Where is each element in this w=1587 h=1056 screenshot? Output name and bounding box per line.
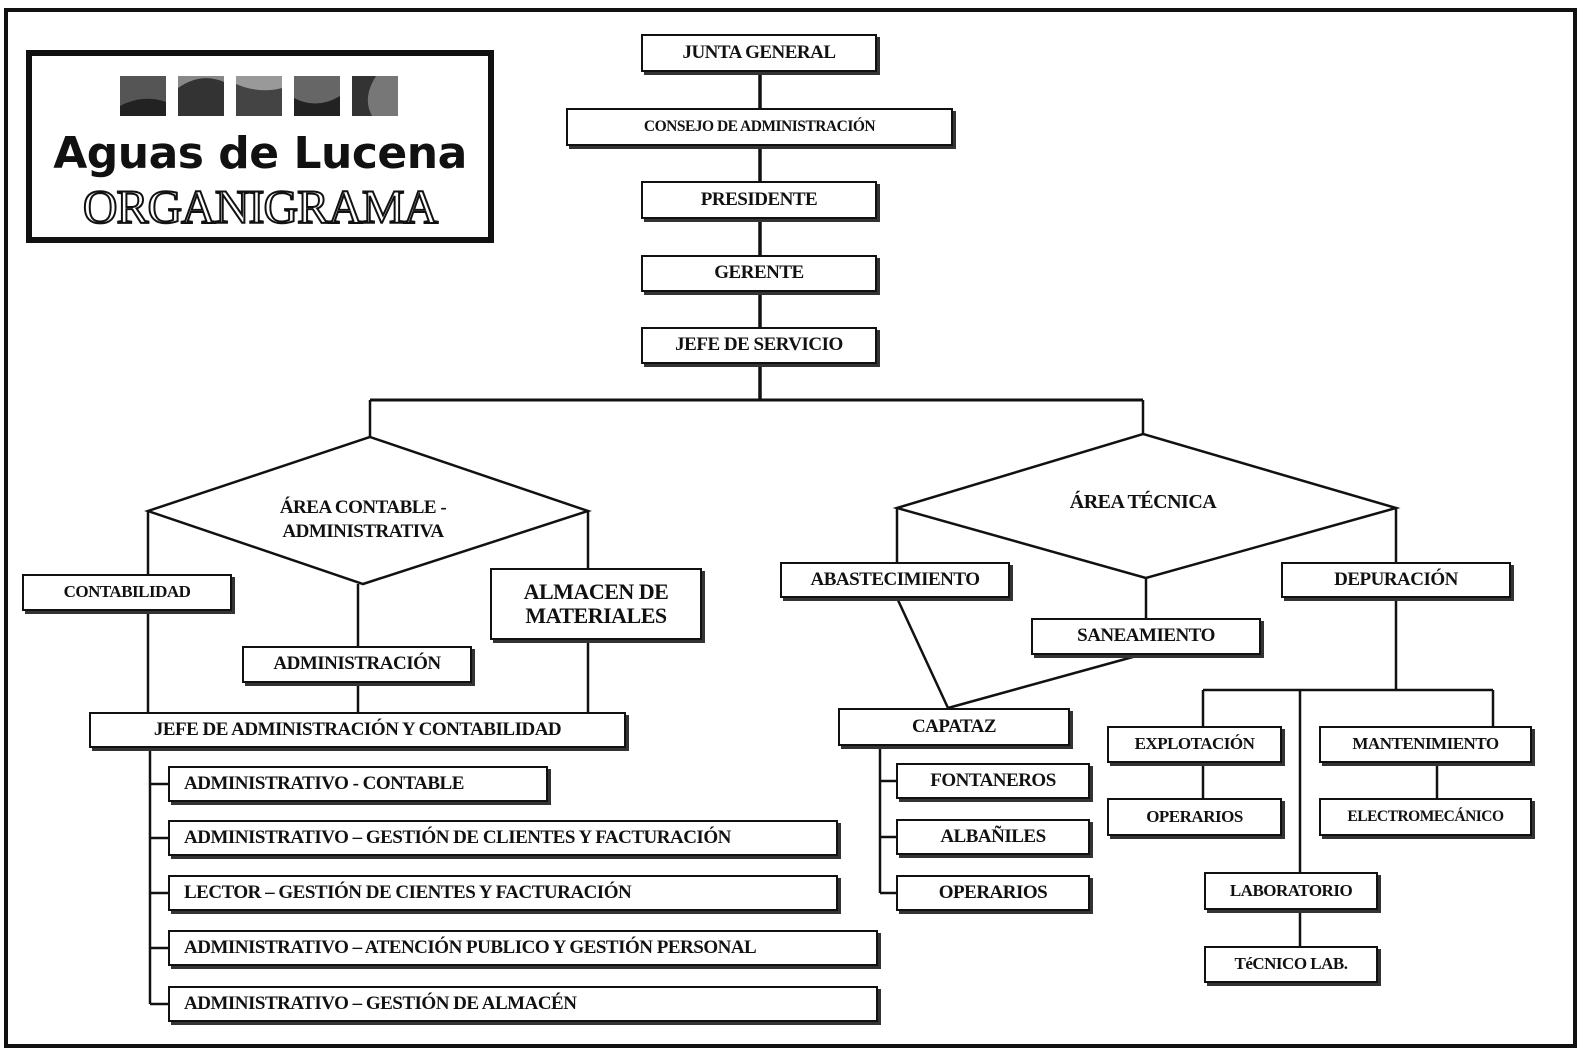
presidente-box: PRESIDENTE xyxy=(641,181,877,219)
jefe-administracion-box: JEFE DE ADMINISTRACIÓN Y CONTABILIDAD xyxy=(89,712,626,748)
area-contable-label-line1: ÁREA CONTABLE - xyxy=(279,497,447,518)
staff-atencion-publico: ADMINISTRATIVO – ATENCIÓN PUBLICO Y GEST… xyxy=(168,930,878,966)
staff-administrativo-contable: ADMINISTRATIVO - CONTABLE xyxy=(168,766,548,802)
area-contable-label: ÁREA CONTABLE - ADMINISTRATIVA xyxy=(258,496,468,544)
area-contable-diamond xyxy=(144,435,592,586)
junta-general-box: JUNTA GENERAL xyxy=(641,34,877,72)
abastecimiento-box: ABASTECIMIENTO xyxy=(780,562,1010,598)
fontaneros-box: FONTANEROS xyxy=(896,763,1090,799)
gerente-box: GERENTE xyxy=(641,255,877,292)
logo-title: Aguas de Lucena xyxy=(53,128,467,179)
staff-gestion-clientes: ADMINISTRATIVO – GESTIÓN DE CLIENTES Y F… xyxy=(168,820,838,856)
consejo-box: CONSEJO DE ADMINISTRACIÓN xyxy=(566,108,953,146)
saneamiento-box: SANEAMIENTO xyxy=(1031,618,1261,655)
area-contable-label-line2: ADMINISTRATIVA xyxy=(282,520,444,542)
depuracion-box: DEPURACIÓN xyxy=(1281,562,1511,598)
mantenimiento-box: MANTENIMIENTO xyxy=(1319,726,1532,763)
logo-subtitle: ORGANIGRAMA xyxy=(82,180,439,235)
staff-gestion-almacen: ADMINISTRATIVO – GESTIÓN DE ALMACÉN xyxy=(168,986,878,1022)
albaniles-box: ALBAÑILES xyxy=(896,819,1090,855)
almacen-line1: ALMACEN DE xyxy=(523,578,669,604)
operarios-capataz-box: OPERARIOS xyxy=(896,875,1090,911)
logo: Aguas de Lucena ORGANIGRAMA xyxy=(26,50,494,243)
area-tecnica-label: ÁREA TÉCNICA xyxy=(1069,491,1217,513)
almacen-line2: MATERIALES xyxy=(525,603,667,628)
laboratorio-box: LABORATORIO xyxy=(1204,872,1378,910)
administracion-box: ADMINISTRACIÓN xyxy=(242,646,472,683)
logo-mark-icon xyxy=(120,76,398,116)
operarios-explotacion-box: OPERARIOS xyxy=(1107,798,1282,836)
tecnico-lab-box: TéCNICO LAB. xyxy=(1204,946,1378,983)
capataz-box: CAPATAZ xyxy=(838,708,1070,746)
explotacion-box: EXPLOTACIÓN xyxy=(1107,726,1282,763)
almacen-materiales-box: ALMACEN DE MATERIALES xyxy=(490,568,702,640)
electromecanico-box: ELECTROMECÁNICO xyxy=(1319,798,1532,836)
staff-lector: LECTOR – GESTIÓN DE CIENTES Y FACTURACIÓ… xyxy=(168,875,838,911)
contabilidad-box: CONTABILIDAD xyxy=(22,574,232,611)
jefe-servicio-box: JEFE DE SERVICIO xyxy=(641,327,877,364)
